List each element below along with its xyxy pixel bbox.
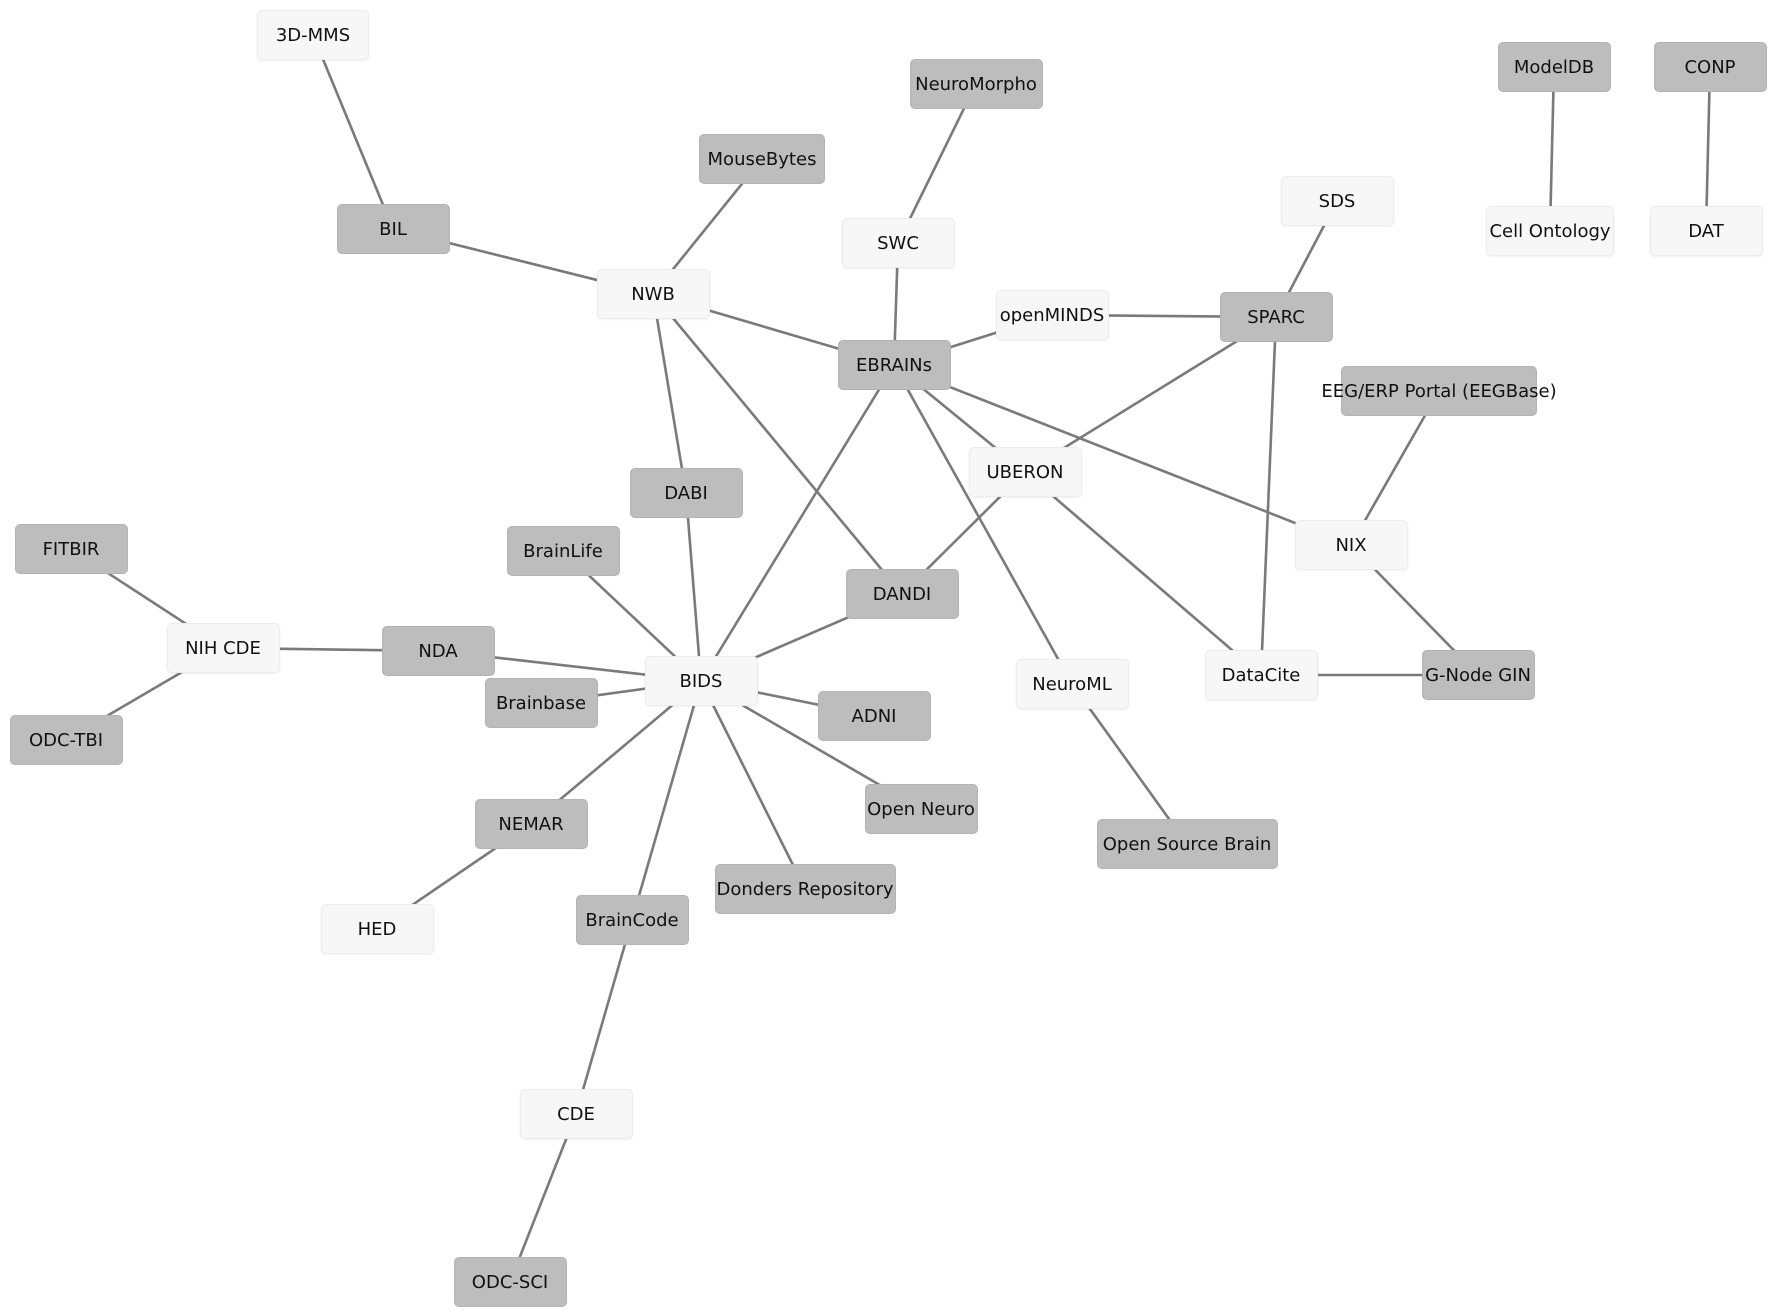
edge-nwb-dandi: [651, 293, 904, 595]
node-openminds[interactable]: openMINDS: [995, 290, 1109, 340]
edge-ebrains-nix: [893, 363, 1352, 547]
node-nda[interactable]: NDA: [381, 626, 495, 676]
node-uberon[interactable]: UBERON: [968, 447, 1082, 497]
node-nemar[interactable]: NEMAR: [474, 799, 588, 849]
node-datacite[interactable]: DataCite: [1204, 650, 1318, 700]
node-dandi[interactable]: DANDI: [845, 569, 959, 619]
node-neuroml[interactable]: NeuroML: [1015, 659, 1129, 709]
node-opensourcebrain[interactable]: Open Source Brain: [1096, 819, 1278, 869]
edge-neuroml-opensourcebrain: [1070, 683, 1189, 845]
node-adni[interactable]: ADNI: [817, 691, 931, 741]
edge-ebrains-bids: [699, 364, 896, 682]
node-hed[interactable]: HED: [320, 904, 434, 954]
edge-nwb-dabi: [651, 293, 688, 494]
edge-neuromorpho-swc: [896, 83, 978, 244]
node-bids[interactable]: BIDS: [644, 656, 758, 706]
edge-modeldb-cellontology: [1548, 66, 1556, 232]
edge-bids-braincode: [630, 680, 703, 921]
node-brainbase[interactable]: Brainbase: [484, 678, 598, 728]
node-conp[interactable]: CONP: [1653, 42, 1767, 92]
edge-dabi-bids: [684, 492, 703, 682]
node-swc[interactable]: SWC: [841, 218, 955, 268]
node-eegerp[interactable]: EEG/ERP Portal (EEGBase): [1321, 366, 1557, 416]
edge-sparc-datacite: [1259, 316, 1278, 676]
node-modeldb[interactable]: ModelDB: [1497, 42, 1611, 92]
edge-eegerp-nix: [1349, 390, 1441, 546]
edge-bids-donders: [699, 680, 807, 890]
node-odcsci[interactable]: ODC-SCI: [453, 1257, 567, 1307]
node-odctbi[interactable]: ODC-TBI: [9, 715, 123, 765]
node-bil[interactable]: BIL: [336, 204, 450, 254]
edge-sparc-uberon: [1024, 315, 1277, 474]
node-3dmms[interactable]: 3D-MMS: [257, 10, 369, 60]
node-sparc[interactable]: SPARC: [1219, 292, 1333, 342]
edge-conp-dat: [1704, 66, 1712, 232]
node-dabi[interactable]: DABI: [629, 468, 743, 518]
node-cde[interactable]: CDE: [519, 1089, 633, 1139]
edge-uberon-datacite: [1024, 471, 1262, 676]
edge-3dmms-bil: [311, 34, 395, 230]
node-nihcde[interactable]: NIH CDE: [166, 623, 280, 673]
node-brainlife[interactable]: BrainLife: [506, 526, 620, 576]
node-mousebytes[interactable]: MouseBytes: [699, 134, 825, 184]
node-nwb[interactable]: NWB: [596, 269, 710, 319]
node-cellontology[interactable]: Cell Ontology: [1486, 206, 1614, 256]
node-neuromorpho[interactable]: NeuroMorpho: [909, 59, 1043, 109]
node-gnodegin[interactable]: G-Node GIN: [1421, 650, 1535, 700]
node-nix[interactable]: NIX: [1294, 520, 1408, 570]
edge-ebrains-neuroml: [892, 364, 1074, 685]
edge-cde-odcsci: [508, 1113, 578, 1283]
node-fitbir[interactable]: FITBIR: [14, 524, 128, 574]
node-dat[interactable]: DAT: [1649, 206, 1763, 256]
node-sds[interactable]: SDS: [1280, 176, 1394, 226]
node-openneuro[interactable]: Open Neuro: [864, 784, 978, 834]
node-ebrains[interactable]: EBRAINs: [837, 340, 951, 390]
edge-braincode-cde: [574, 919, 634, 1115]
node-donders[interactable]: Donders Repository: [714, 864, 896, 914]
node-braincode[interactable]: BrainCode: [575, 895, 689, 945]
